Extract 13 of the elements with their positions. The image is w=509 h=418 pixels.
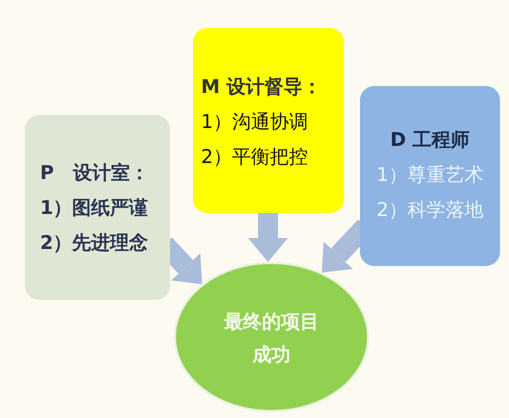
box-heading: M 设计督导： — [201, 75, 322, 99]
list-item: 2）先进理念 — [40, 231, 148, 255]
rounded-box — [360, 86, 500, 266]
box-heading: P 设计室： — [40, 161, 149, 185]
list-item: 1）沟通协调 — [201, 110, 308, 134]
list-item: 1）图纸严谨 — [40, 196, 148, 220]
list-item: 2）平衡把控 — [201, 145, 308, 169]
list-item: 2）科学落地 — [376, 198, 484, 222]
rounded-box — [193, 28, 344, 213]
box-heading: D 工程师 — [390, 128, 470, 152]
list-item: 1）尊重艺术 — [376, 163, 484, 187]
rounded-box — [25, 115, 170, 300]
ellipse-label: 最终的项目成功 — [223, 310, 320, 368]
